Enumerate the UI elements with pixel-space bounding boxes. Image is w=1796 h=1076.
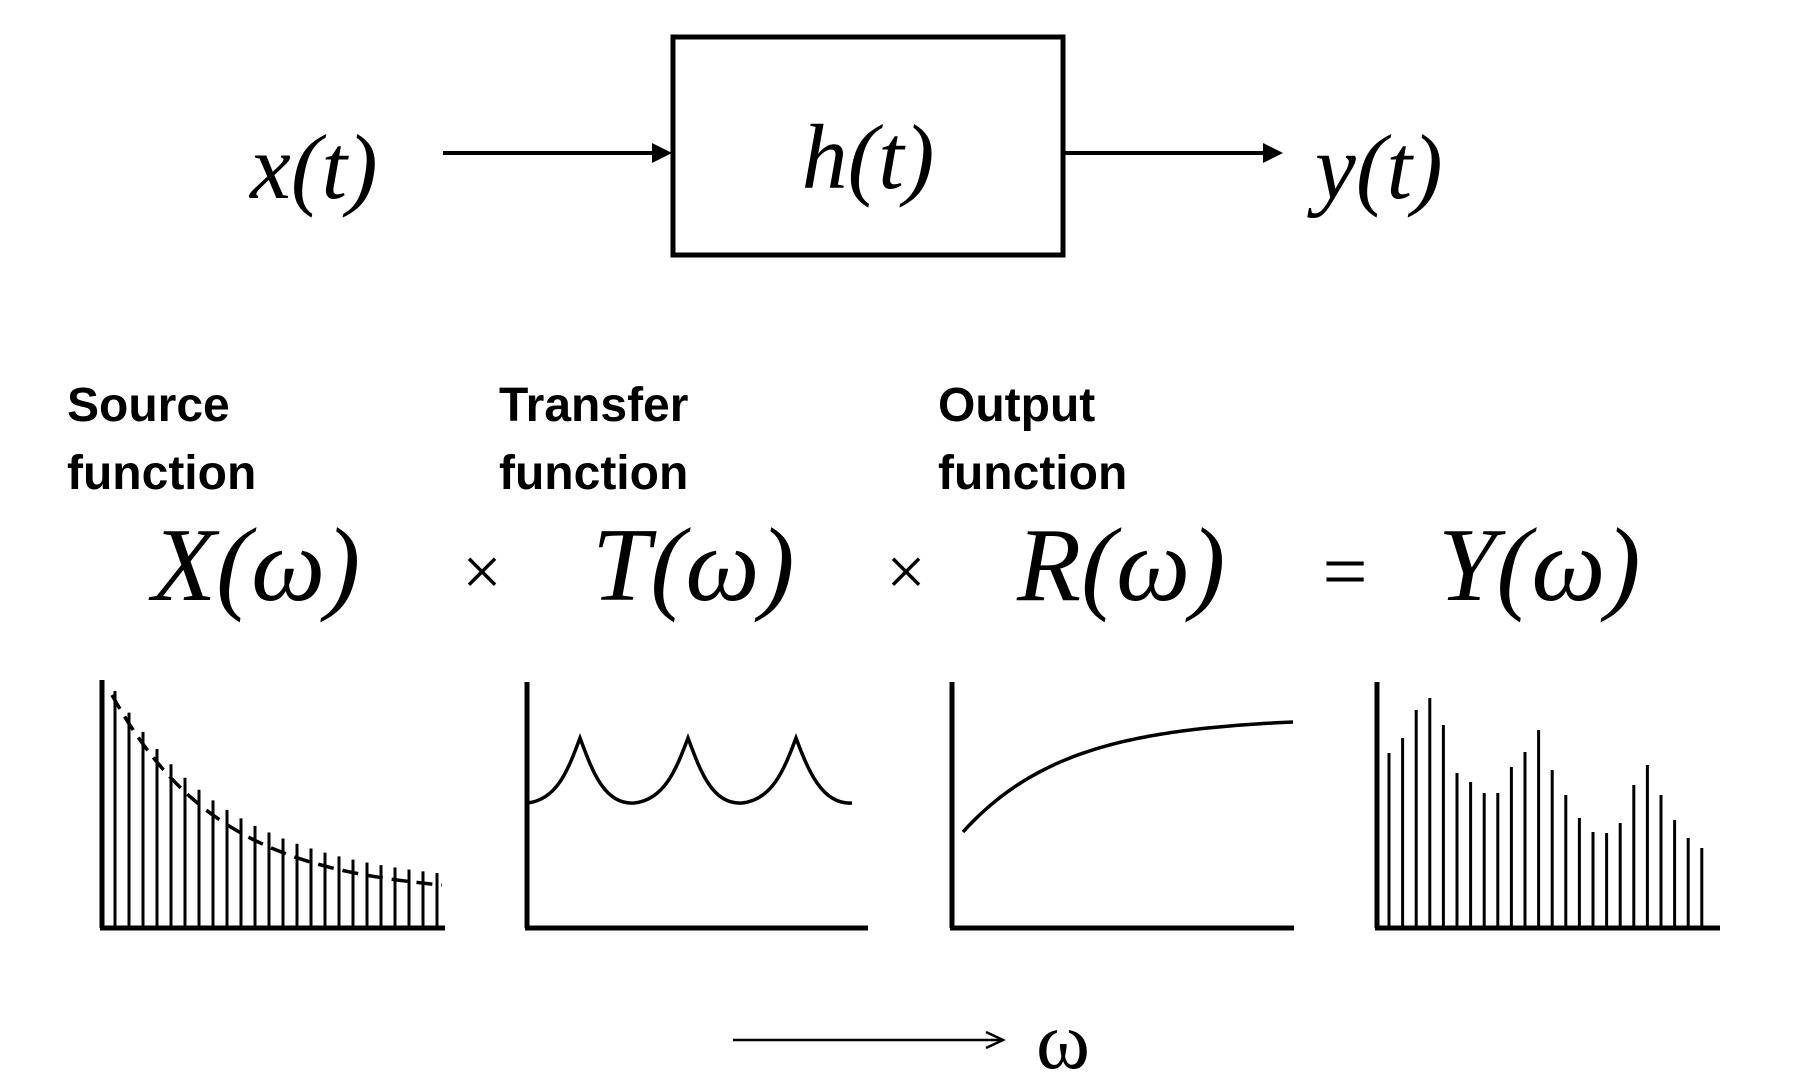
- response-rising-curve: [961, 720, 1294, 834]
- frequency-axis-indicator: ω: [733, 995, 1090, 1076]
- transfer-spectrum-symbol: T(ω): [592, 506, 794, 623]
- output-label-line1: Output: [938, 379, 1095, 432]
- output-arrow-head: [1263, 143, 1283, 163]
- block-diagram: x(t) h(t) y(t): [248, 34, 1443, 258]
- transfer-label-line1: Transfer: [499, 379, 688, 432]
- equals-operator: =: [1322, 528, 1367, 616]
- output-spectrum-plot: [1374, 682, 1720, 931]
- response-spectrum-symbol: R(ω): [1016, 506, 1225, 623]
- input-arrow-head: [652, 143, 672, 163]
- frequency-omega-label: ω: [1036, 995, 1090, 1076]
- multiply-operator-2: ×: [886, 534, 925, 611]
- source-label-line1: Source: [67, 379, 230, 432]
- source-spectrum-plot: [99, 680, 445, 931]
- output-label-line2: function: [938, 447, 1127, 500]
- transfer-label-line2: function: [499, 447, 688, 500]
- source-spectral-lines: [113, 691, 439, 926]
- transfer-function-plot: [524, 682, 868, 931]
- output-signal-label: y(t): [1307, 116, 1443, 218]
- system-box: [670, 34, 1066, 258]
- input-signal-label: x(t): [248, 116, 378, 218]
- section-labels: Source function Transfer function Output…: [67, 379, 1127, 500]
- response-function-plot: [949, 682, 1294, 931]
- equation: X(ω) × T(ω) × R(ω) = Y(ω): [148, 506, 1640, 623]
- output-spectral-lines: [1387, 698, 1704, 926]
- source-envelope-curve: [110, 694, 443, 887]
- source-label-line2: function: [67, 447, 256, 500]
- output-spectrum-symbol: Y(ω): [1438, 506, 1640, 623]
- multiply-operator-1: ×: [462, 534, 501, 611]
- transfer-resonance-curve: [526, 733, 853, 805]
- frequency-arrow-head: [985, 1030, 1006, 1050]
- system-function-label: h(t): [802, 106, 935, 208]
- source-spectrum-symbol: X(ω): [148, 506, 360, 623]
